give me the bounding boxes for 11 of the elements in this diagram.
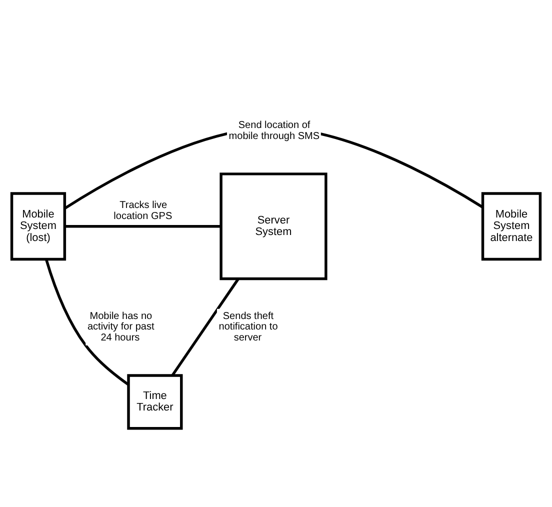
connector <box>44 258 130 386</box>
node-box: Mobile System (lost) <box>10 192 66 261</box>
connector <box>64 225 221 228</box>
edge-label: Mobile has no activity for past 24 hours <box>87 310 154 344</box>
edge-label: Send location of mobile through SMS <box>228 120 320 142</box>
edge-label: Sends theft notification to server <box>218 310 278 344</box>
node-box: Time Tracker <box>127 374 183 430</box>
connector <box>171 278 240 376</box>
node-box: Server System <box>220 172 328 280</box>
edge-label: Tracks live location GPS <box>114 200 172 222</box>
node-box: Mobile System alternate <box>481 192 542 261</box>
